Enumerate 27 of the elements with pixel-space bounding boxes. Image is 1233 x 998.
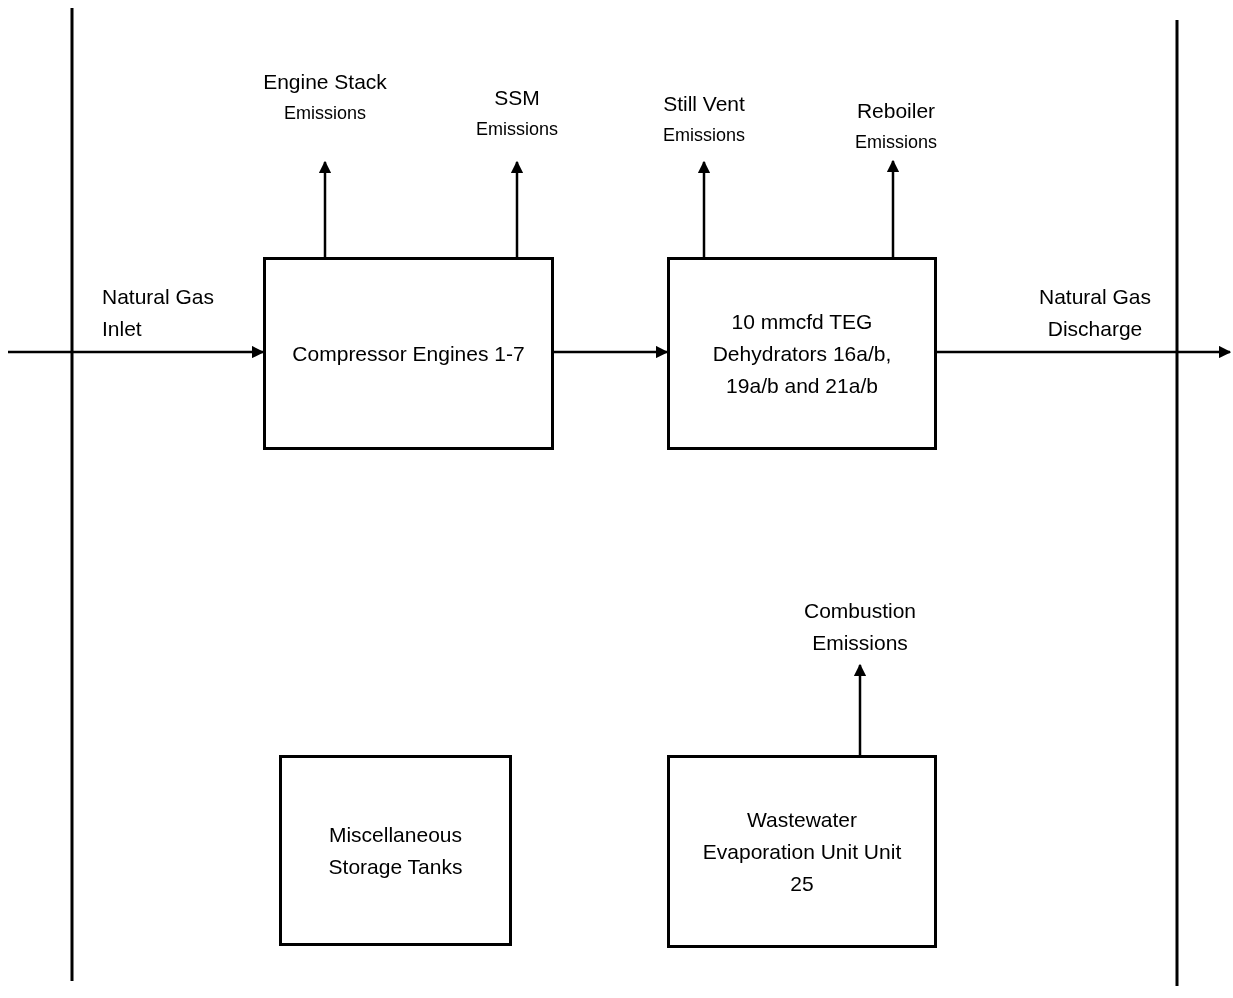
process-box bbox=[667, 257, 937, 450]
process-box bbox=[279, 755, 512, 946]
arrow bbox=[853, 663, 867, 755]
box-text: 10 mmcfd TEG Dehydrators 16a/b, 19a/b and 21a/b bbox=[711, 308, 893, 399]
emission-label: SSM bbox=[494, 85, 540, 111]
box-text: Wastewater Evaporation Unit Unit 25 bbox=[701, 806, 903, 897]
emission-label: Engine Stack bbox=[263, 69, 387, 95]
arrow bbox=[886, 159, 900, 257]
emission-label: Combustion Emissions bbox=[802, 598, 918, 656]
process-box bbox=[667, 755, 937, 948]
emission-label: Reboiler bbox=[856, 98, 936, 124]
arrow bbox=[8, 345, 265, 359]
process-box bbox=[263, 257, 554, 450]
box-text: Compressor Engines 1-7 bbox=[292, 340, 525, 367]
arrow bbox=[318, 160, 332, 257]
emission-label: Emissions bbox=[663, 124, 745, 147]
emission-label: Still Vent bbox=[663, 91, 745, 117]
edge-label: Natural Gas Inlet bbox=[102, 284, 216, 342]
arrow bbox=[937, 345, 1232, 359]
arrow bbox=[554, 345, 669, 359]
emission-label: Emissions bbox=[855, 131, 937, 154]
emission-label: Emissions bbox=[284, 102, 366, 125]
box-text: Miscellaneous Storage Tanks bbox=[327, 821, 464, 880]
emission-label: Emissions bbox=[476, 118, 558, 141]
arrow bbox=[697, 160, 711, 257]
edge-label: Natural Gas Discharge bbox=[1037, 284, 1152, 342]
arrow bbox=[510, 160, 524, 257]
